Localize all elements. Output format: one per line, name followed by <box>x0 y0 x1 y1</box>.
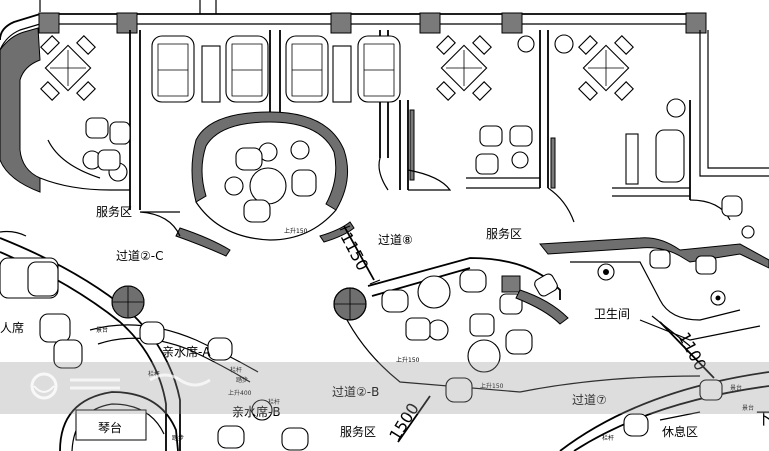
note-railing-b: 栏杆 <box>268 398 280 406</box>
round-room <box>175 111 355 257</box>
lower-right-area <box>519 371 769 451</box>
label-restroom: 卫生间 <box>594 307 630 321</box>
piano-stage <box>59 391 179 451</box>
note-railing-a: 栏杆 <box>230 366 242 374</box>
note-up400: 上升400 <box>228 389 252 397</box>
dining-set-3 <box>554 34 686 185</box>
label-seating-b: 亲水席-B <box>232 404 281 419</box>
dim-1150: 1150 <box>336 229 372 274</box>
sofa-room <box>151 35 401 103</box>
restroom-block <box>515 195 769 347</box>
label-piano: 琴台 <box>98 420 122 435</box>
dining-set-1 <box>40 35 131 182</box>
note-railing-d: 栏杆 <box>602 434 614 442</box>
left-booths <box>0 237 309 451</box>
label-service-area-3: 服务区 <box>340 424 376 439</box>
note-stage-a: 景台 <box>96 326 108 334</box>
label-corridor-2b: 过道②-B <box>332 385 379 399</box>
label-partial-right: 下 <box>756 409 769 428</box>
watermark-band <box>0 362 769 414</box>
note-up150-c: 上升150 <box>480 382 504 390</box>
note-step-a: 踏步 <box>236 376 248 384</box>
label-seating-a: 亲水席-A <box>162 344 211 359</box>
label-corridor-2c: 过道②-C <box>116 249 163 263</box>
dining-set-2 <box>436 35 535 175</box>
exterior-walls <box>0 0 769 193</box>
door-swings <box>0 157 731 237</box>
note-step-b: 踏步 <box>172 434 184 442</box>
dimension-lines <box>339 225 715 443</box>
label-seating-left: 人席 <box>0 320 24 335</box>
note-stage-b: 景台 <box>730 384 742 392</box>
note-up150-a: 上升150 <box>284 227 308 235</box>
label-service-area-1: 服务区 <box>96 204 132 219</box>
label-service-area-2: 服务区 <box>486 226 522 241</box>
room-partitions <box>39 30 691 210</box>
note-up150-b: 上升150 <box>396 356 420 364</box>
label-corridor-8: 过道⑧ <box>378 233 413 247</box>
room-labels: 服务区 过道②-C 过道⑧ 服务区 卫生间 人席 亲水席-A 过道②-B 过道⑦… <box>0 204 769 439</box>
note-stage-c: 景台 <box>742 404 754 412</box>
angled-room <box>333 257 561 403</box>
label-corridor-7: 过道⑦ <box>572 393 607 407</box>
label-lounge: 休息区 <box>662 424 698 439</box>
